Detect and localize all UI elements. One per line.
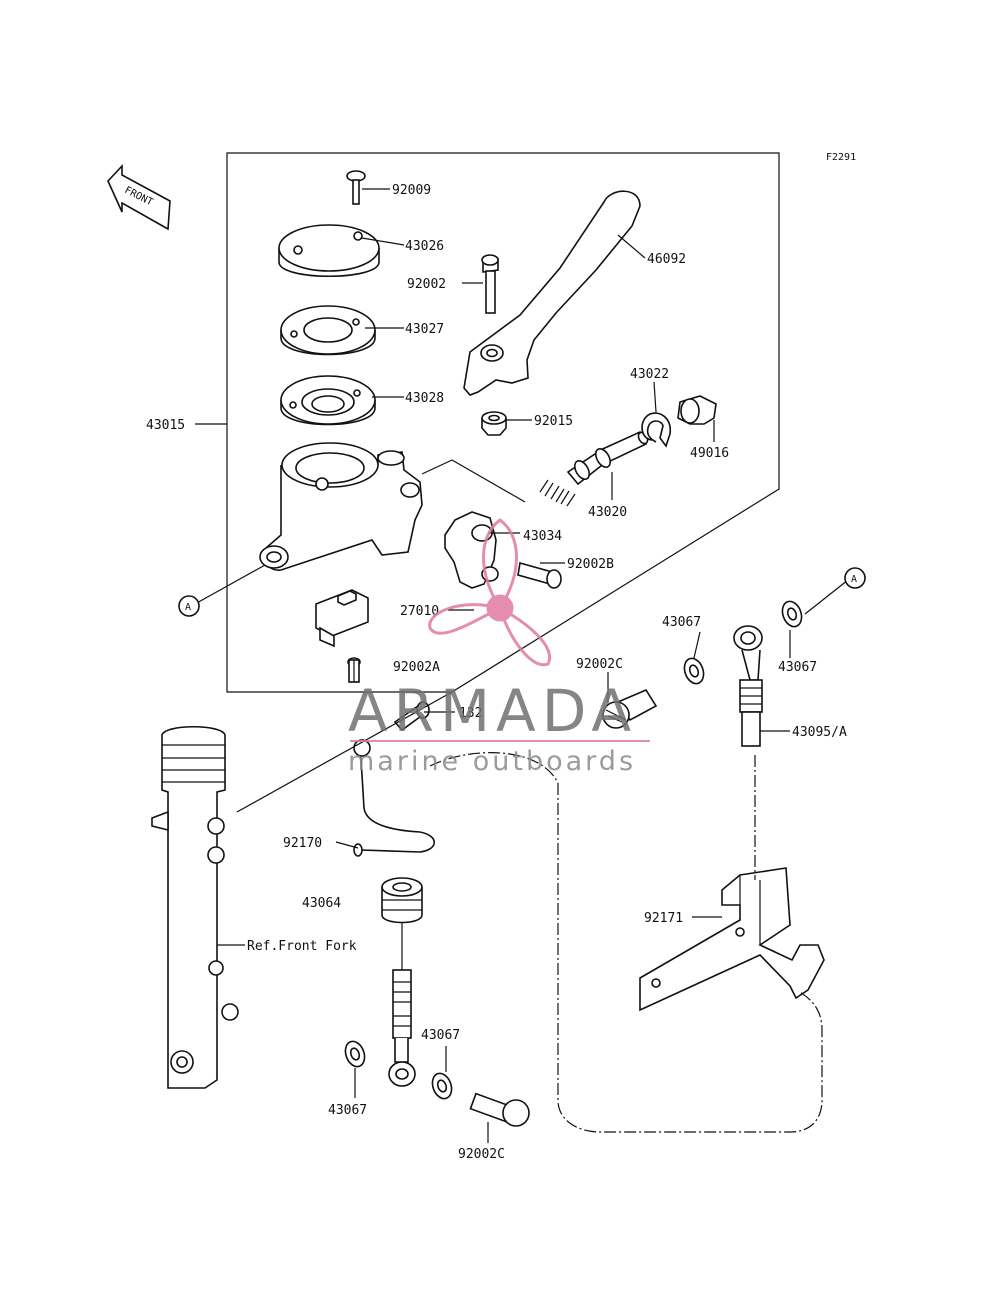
label-92002B: 92002B	[567, 557, 614, 572]
piston-assembly-43020	[539, 430, 649, 507]
washer-43067-c	[344, 1040, 366, 1068]
grommet-43064	[381, 877, 423, 924]
label-27010: 27010	[400, 604, 439, 619]
label-43067-d: 43067	[421, 1028, 460, 1043]
bracket-92171	[639, 867, 825, 1012]
nut-92015	[481, 411, 507, 436]
label-43064: 43064	[302, 896, 341, 911]
screw-92009	[346, 170, 366, 205]
plate-43027	[280, 305, 376, 356]
front-arrow-icon: FRONT	[107, 163, 171, 231]
reservoir-cap-43026	[278, 224, 380, 278]
circlip-43022	[641, 412, 672, 448]
label-132: 132	[459, 706, 482, 721]
label-43067-b: 43067	[778, 660, 817, 675]
brake-hose-43095A	[733, 625, 763, 747]
label-92002C-bottom: 92002C	[458, 1147, 505, 1162]
label-43022: 43022	[630, 367, 669, 382]
svg-text:A: A	[851, 574, 857, 585]
holder-43034	[444, 511, 499, 589]
watermark-subtitle: marine outboards	[348, 746, 636, 777]
label-43034: 43034	[523, 529, 562, 544]
label-43028: 43028	[405, 391, 444, 406]
banjo-bolt-92002C-bottom	[469, 1092, 530, 1127]
propeller-logo-icon	[428, 518, 551, 667]
lower-hose-end	[388, 969, 416, 1087]
label-43095A: 43095/A	[792, 725, 847, 740]
label-92002C-top: 92002C	[576, 657, 623, 672]
callout-a-right: A	[844, 567, 866, 589]
washer-43067-b	[781, 600, 803, 628]
label-92002: 92002	[407, 277, 446, 292]
washer-43067-a	[683, 657, 705, 685]
dust-boot-49016	[677, 395, 717, 425]
label-46092: 46092	[647, 252, 686, 267]
diagram-code: F2291	[826, 152, 856, 163]
label-43026: 43026	[405, 239, 444, 254]
pivot-bolt-92002	[481, 254, 499, 314]
watermark: ARMADA marine outboards	[348, 518, 650, 777]
label-43020: 43020	[588, 505, 627, 520]
brake-lever-46092	[463, 190, 641, 396]
diaphragm-43028	[280, 375, 376, 426]
banjo-bolt-92002C-top	[602, 688, 658, 729]
label-92009: 92009	[392, 183, 431, 198]
brake-switch-27010	[315, 589, 369, 648]
label-43067-c: 43067	[328, 1103, 367, 1118]
assembly-frame	[226, 152, 780, 693]
label-43027: 43027	[405, 322, 444, 337]
label-49016: 49016	[690, 446, 729, 461]
label-92170: 92170	[283, 836, 322, 851]
washer-43067-d	[431, 1072, 453, 1100]
callout-a-left: A	[178, 595, 200, 617]
master-cylinder-43015	[259, 442, 423, 571]
label-43015: 43015	[146, 418, 185, 433]
label-43067-a: 43067	[662, 615, 701, 630]
bolt-92002B	[517, 561, 562, 589]
svg-text:A: A	[185, 602, 191, 613]
hose-route	[557, 783, 823, 1133]
label-92171: 92171	[644, 911, 683, 926]
leader-lines	[335, 188, 791, 1143]
label-ref-front-fork: Ref.Front Fork	[247, 939, 357, 954]
label-92015: 92015	[534, 414, 573, 429]
label-92002A: 92002A	[393, 660, 440, 675]
front-fork	[151, 726, 239, 1089]
watermark-title: ARMADA	[348, 677, 637, 745]
